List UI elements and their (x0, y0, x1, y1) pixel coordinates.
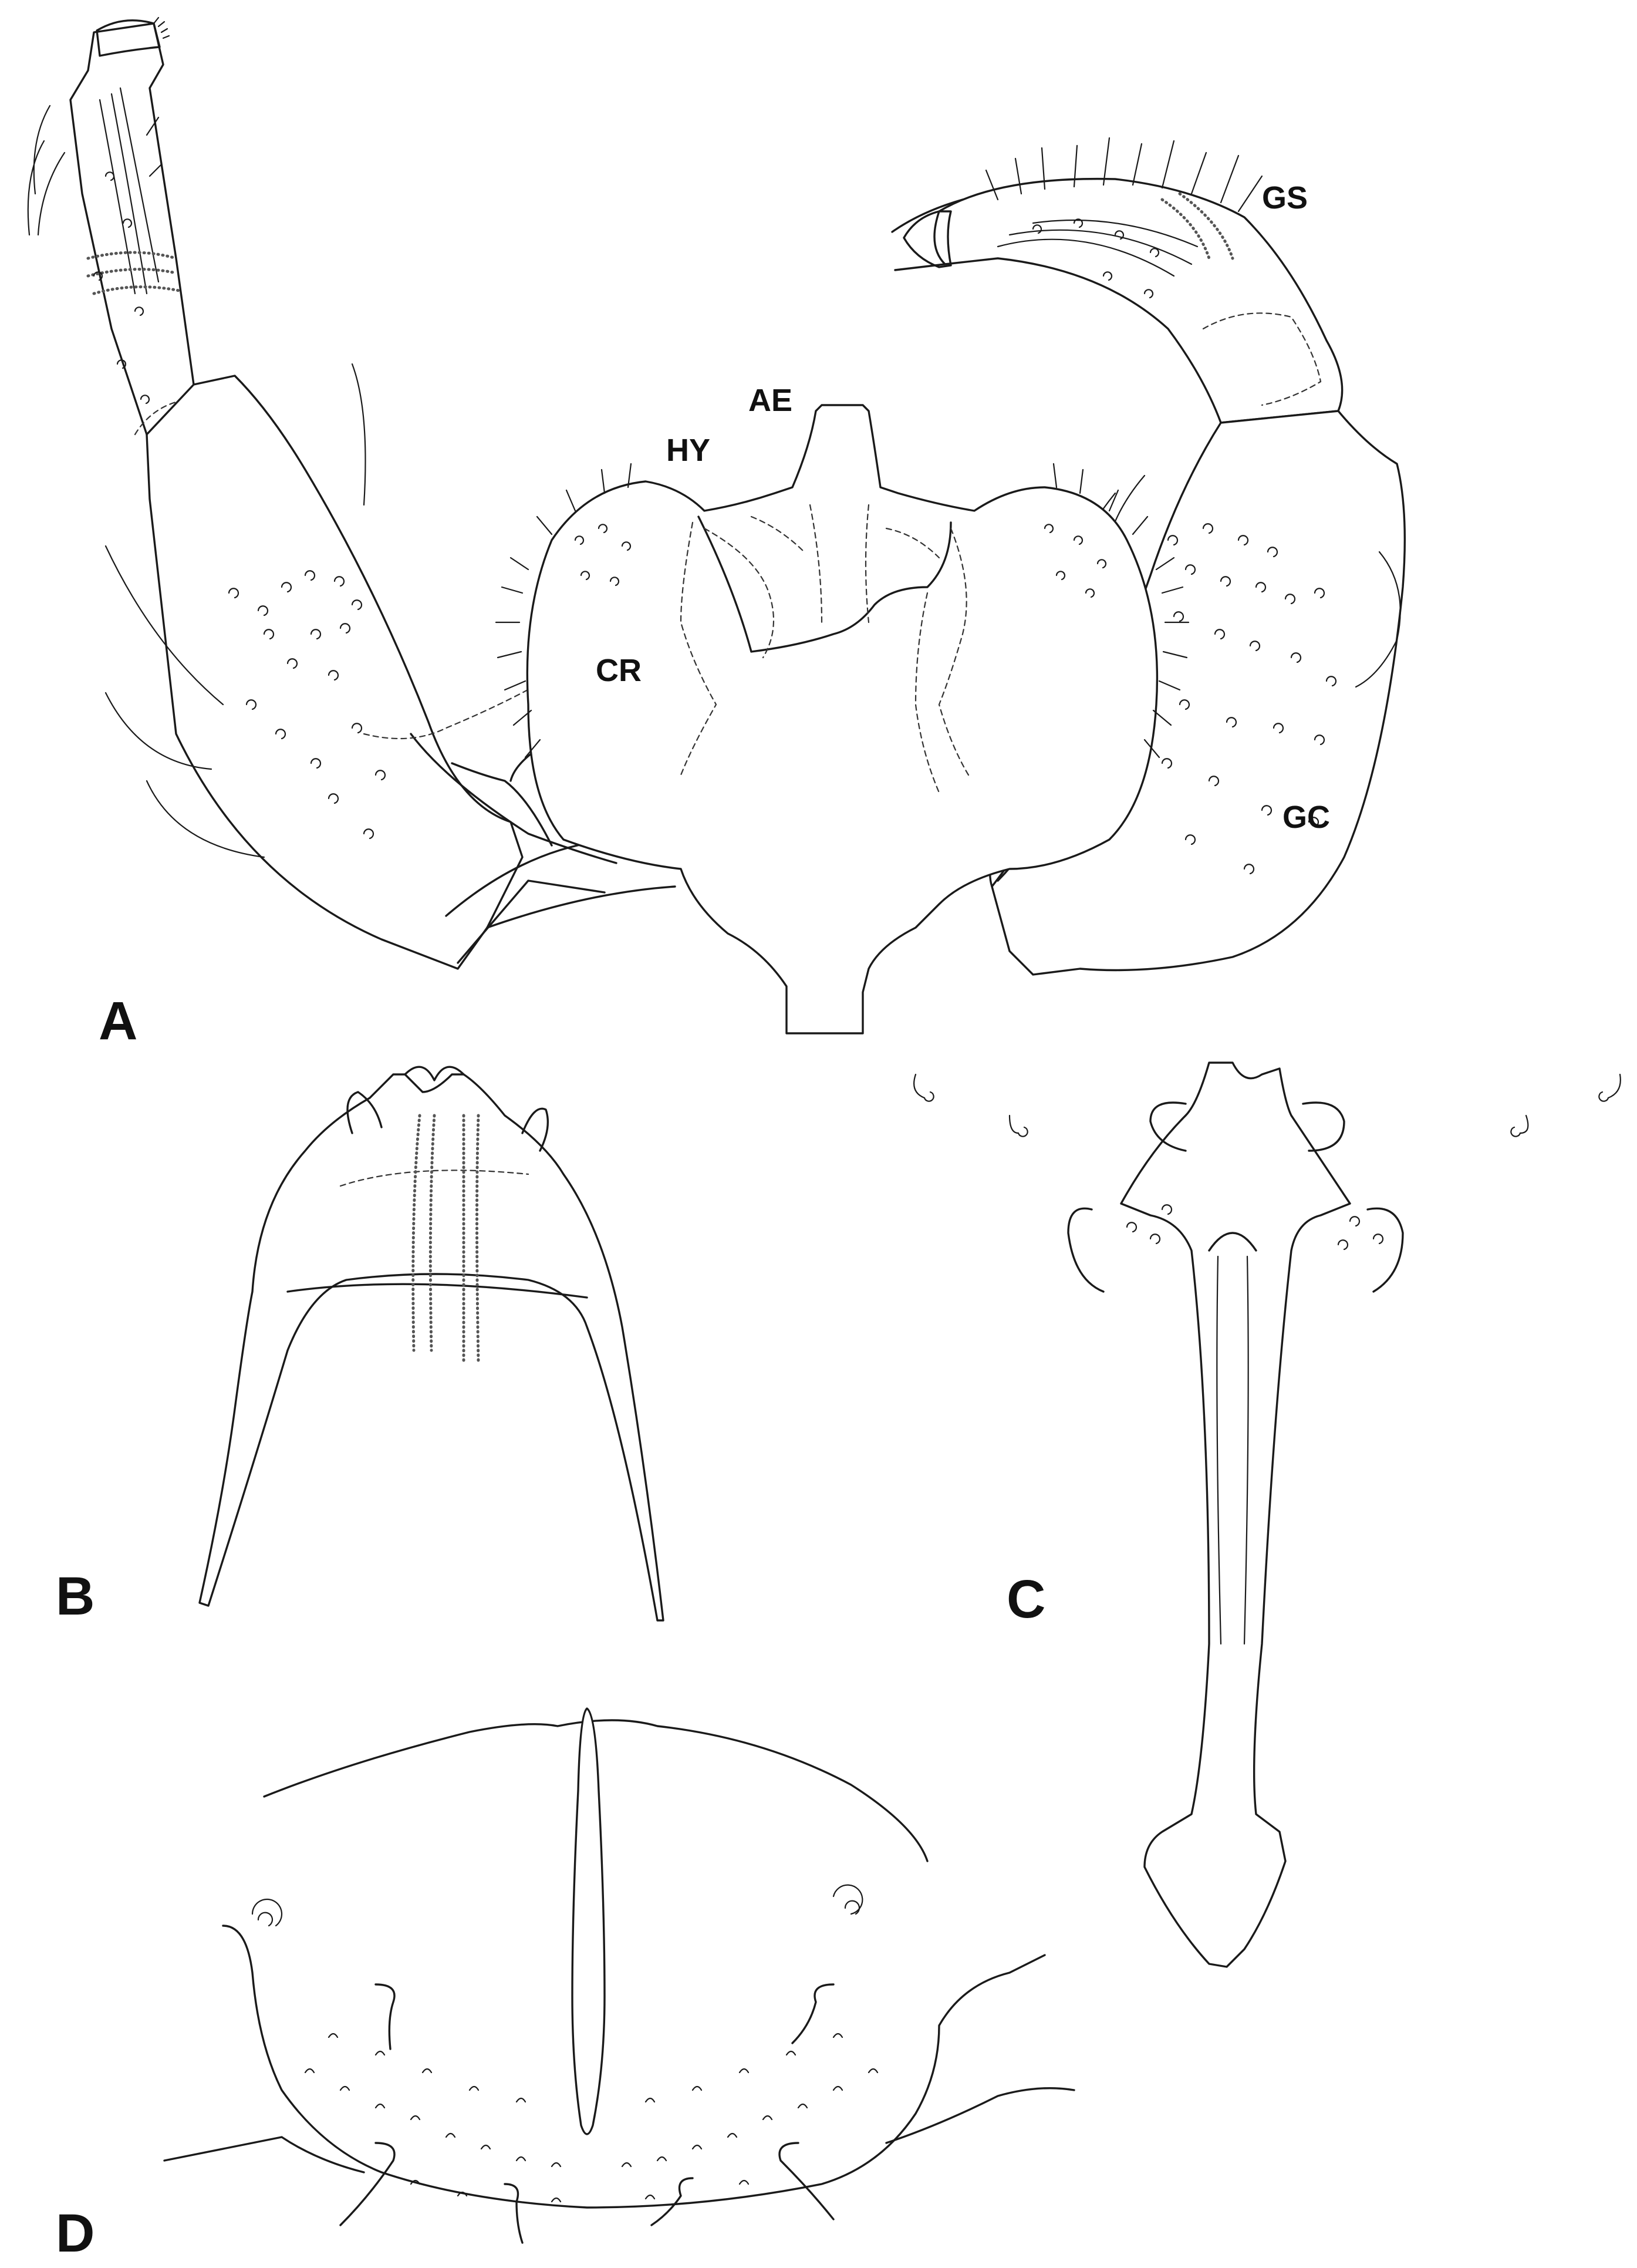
panel-a-drawing (27, 16, 1406, 1034)
panel-d-drawing (163, 1707, 1075, 2244)
central-complex (495, 404, 1190, 1034)
panel-label-b: B (56, 1566, 94, 1626)
label-gonocoxite: GC (1282, 800, 1330, 835)
right-gonostylus (891, 137, 1344, 424)
setae-spots-a (93, 171, 1337, 875)
label-hypandrium: HY (666, 433, 710, 468)
panel-b-drawing (198, 1066, 664, 1622)
label-gonostylus: GS (1262, 180, 1308, 215)
panel-label-d: D (56, 2203, 94, 2263)
panel-c-drawing (913, 1061, 1621, 1968)
label-aedeagus: AE (748, 383, 792, 418)
label-coxal-rod: CR (596, 653, 642, 688)
panel-label-c: C (1007, 1569, 1045, 1629)
panel-label-a: A (99, 991, 137, 1051)
